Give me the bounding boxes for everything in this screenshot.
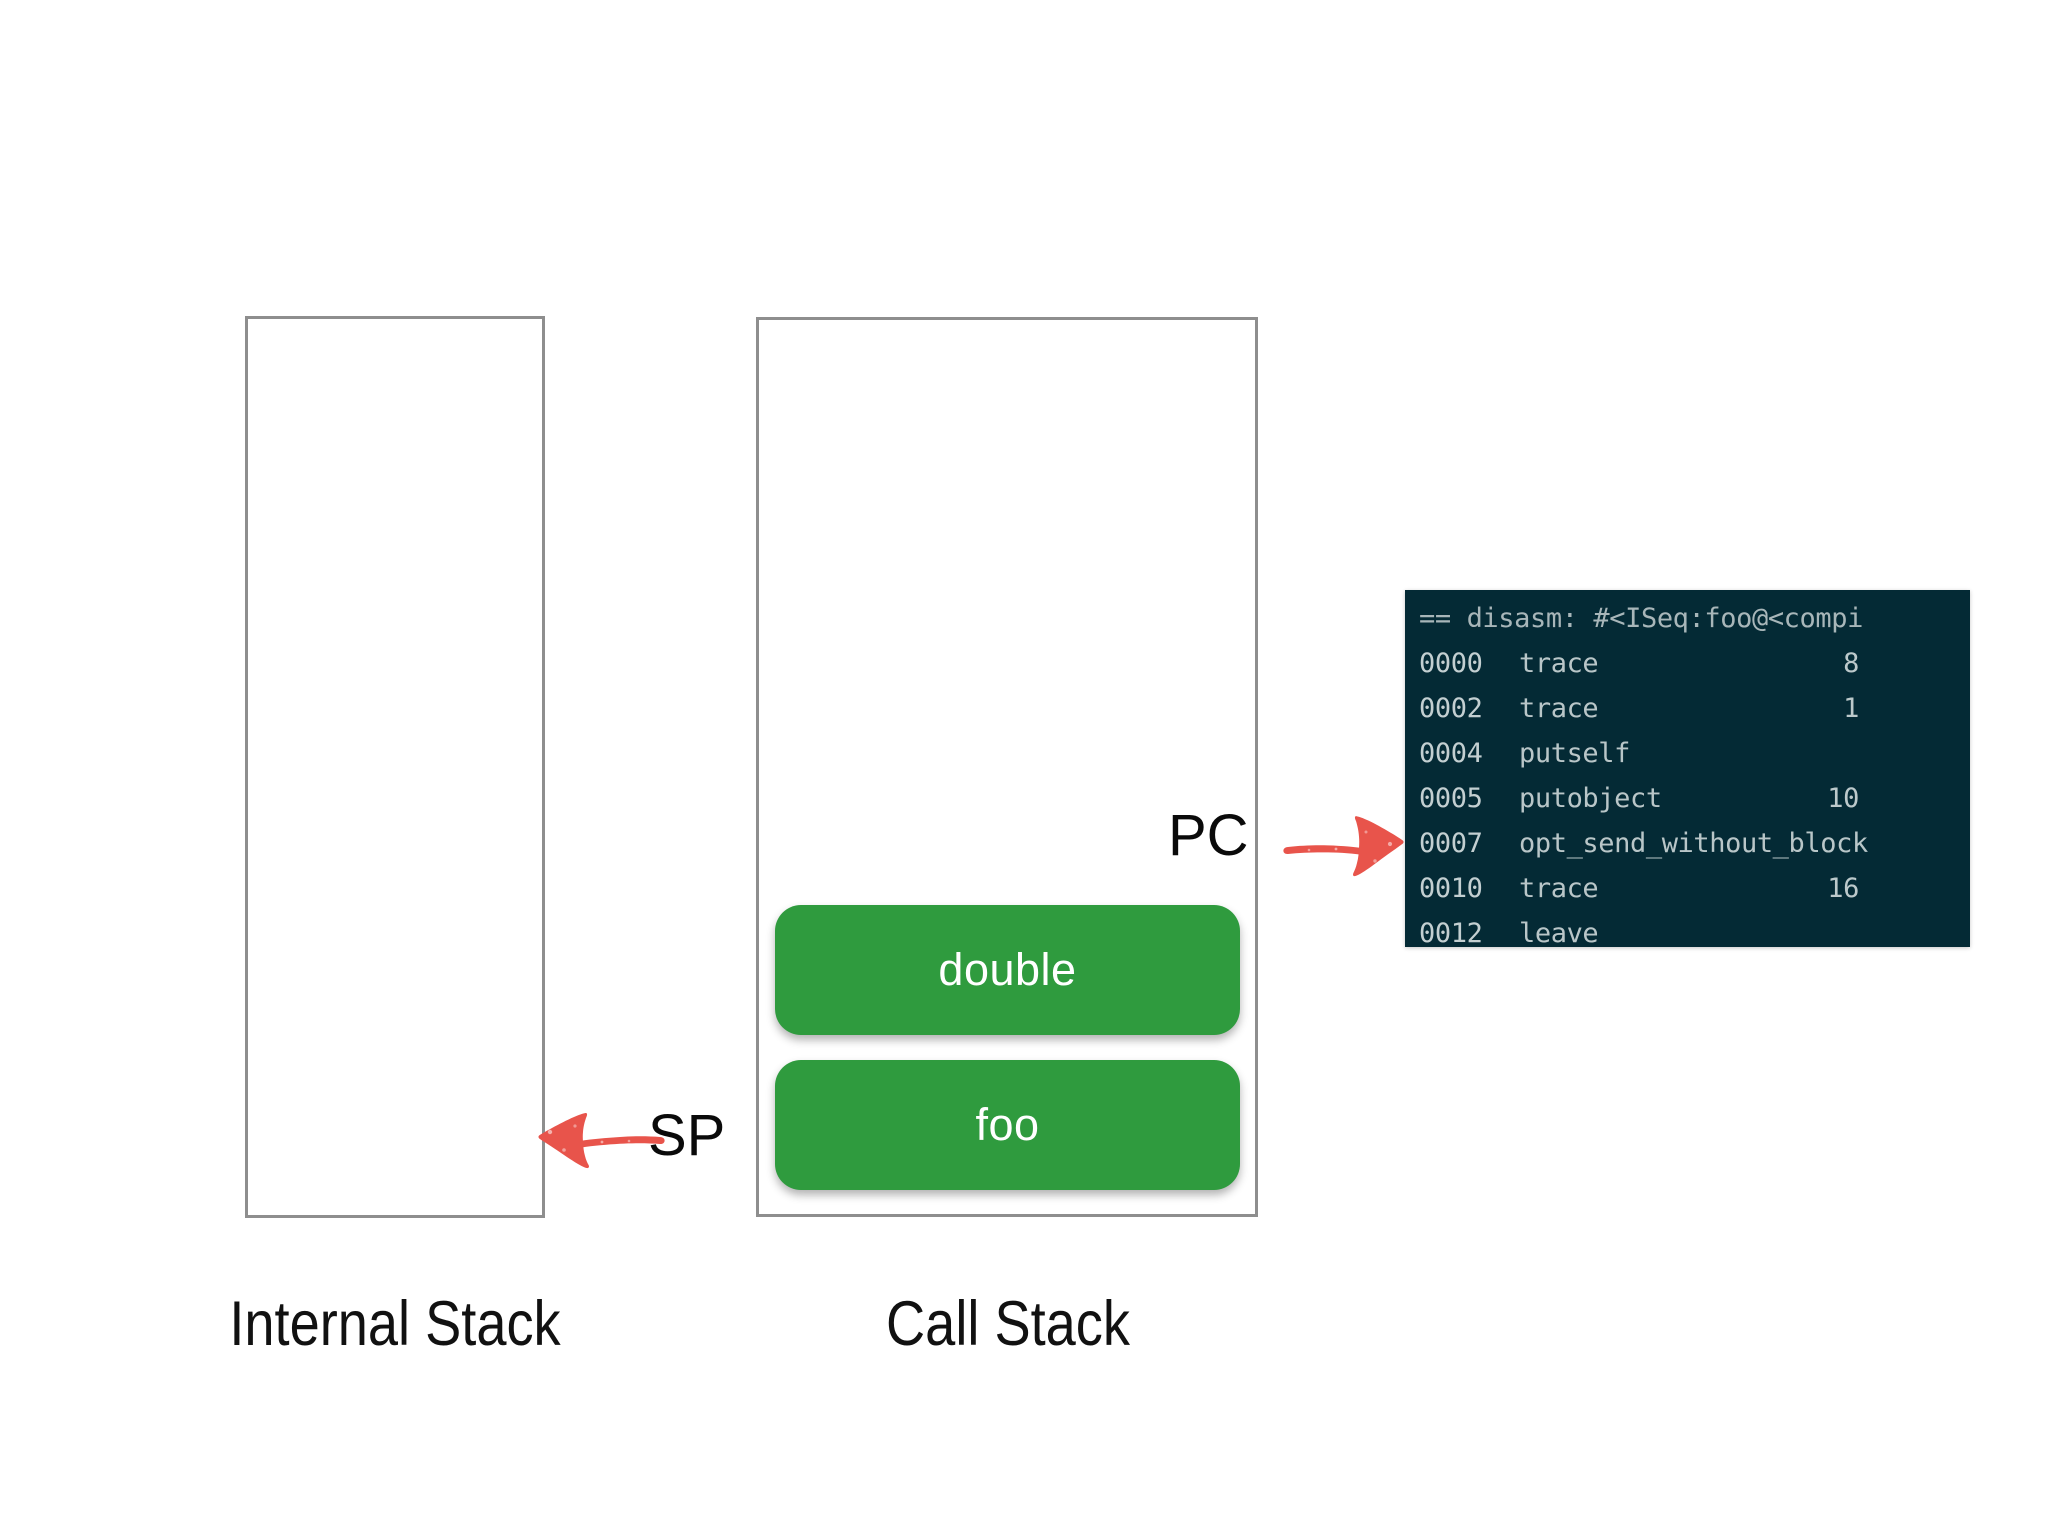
call-frame-label: double <box>938 944 1077 995</box>
disasm-row: 0004 putself <box>1419 731 1970 776</box>
disasm-operand: 16 <box>1827 873 1859 904</box>
disasm-header: == disasm: #<ISeq:foo@<compi <box>1419 603 1863 634</box>
arrow-right-icon <box>1283 816 1404 877</box>
disasm-instruction: leave <box>1519 918 1599 947</box>
pc-pointer-label: PC <box>1168 803 1249 868</box>
disasm-row: 0010 trace 16 <box>1419 866 1970 911</box>
disasm-address: 0000 <box>1419 648 1483 679</box>
disasm-operand <box>1819 821 1859 866</box>
disasm-address: 0010 <box>1419 873 1483 904</box>
disasm-address: 0005 <box>1419 783 1483 814</box>
disasm-rows: 0000 trace 8 0002 trace 1 0004 putself 0005 putob… <box>1419 641 1970 947</box>
call-frame-label: foo <box>975 1099 1040 1150</box>
disasm-row: 0000 trace 8 <box>1419 641 1970 686</box>
disasm-instruction: trace <box>1519 873 1599 904</box>
disasm-row: 0007 opt_send_without_block <box>1419 821 1970 866</box>
disasm-address: 0007 <box>1419 828 1483 859</box>
call-stack-caption: Call Stack <box>886 1289 1130 1359</box>
arrow-left-icon <box>538 1112 665 1169</box>
disasm-instruction: trace <box>1519 693 1599 724</box>
disasm-row: 0005 putobject 10 <box>1419 776 1970 821</box>
disasm-address: 0004 <box>1419 738 1483 769</box>
call-frame-double[interactable]: double <box>775 905 1240 1035</box>
call-frame-foo[interactable]: foo <box>775 1060 1240 1190</box>
disasm-operand: 1 <box>1843 693 1859 724</box>
disasm-instruction: opt_send_without_block <box>1519 828 1868 859</box>
disasm-row: 0012 leave <box>1419 911 1970 947</box>
disasm-row: 0002 trace 1 <box>1419 686 1970 731</box>
disasm-instruction: putobject <box>1519 783 1662 814</box>
disasm-operand <box>1819 731 1859 776</box>
disasm-instruction: trace <box>1519 648 1599 679</box>
sp-pointer-label: SP <box>648 1103 726 1168</box>
internal-stack-caption: Internal Stack <box>229 1289 561 1359</box>
disasm-address: 0012 <box>1419 918 1483 947</box>
disasm-instruction: putself <box>1519 738 1630 769</box>
disasm-address: 0002 <box>1419 693 1483 724</box>
disasm-operand: 8 <box>1843 648 1859 679</box>
internal-stack-container <box>245 316 545 1218</box>
disasm-operand: 10 <box>1827 783 1859 814</box>
disasm-operand <box>1819 911 1859 947</box>
